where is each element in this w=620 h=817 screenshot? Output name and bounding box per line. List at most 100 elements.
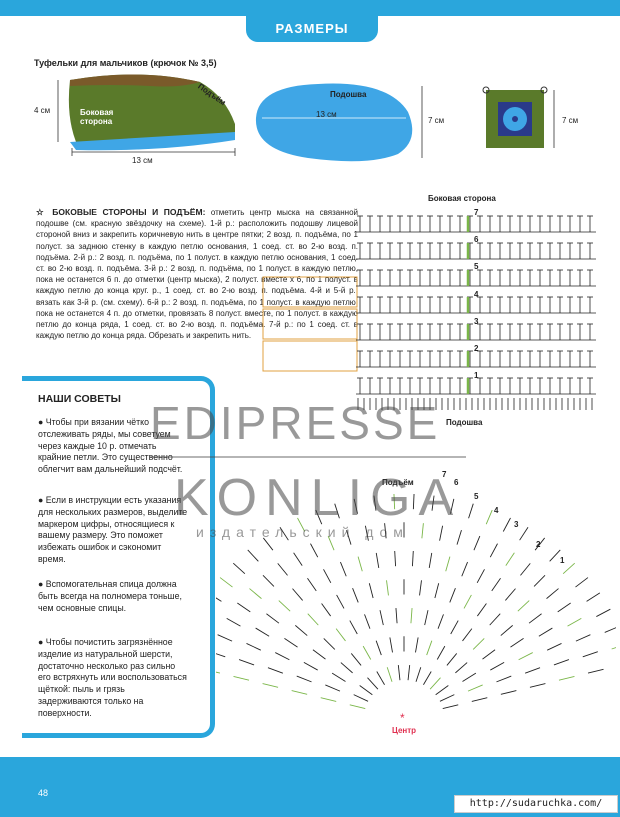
fan-stitch: [266, 613, 280, 624]
square-height: 7 см: [562, 116, 579, 125]
fan-stitch: [352, 588, 359, 603]
fan-stitch: [307, 613, 319, 626]
fan-stitch: [216, 671, 221, 674]
figure-subtitle: Туфельки для мальчиков (крючок № 3,5): [34, 58, 217, 68]
instep-stitch-diagram: *: [216, 493, 616, 725]
fan-stitch: [277, 563, 288, 576]
side-diagram-sole-label: Подошва: [446, 418, 483, 427]
fan-stitch: [353, 694, 369, 702]
instructions: ☆ БОКОВЫЕ СТОРОНЫ И ПОДЪЁМ: отметить цен…: [36, 207, 358, 341]
fan-stitch: [315, 509, 323, 525]
fan-stitch: [596, 608, 611, 617]
fan-stitch: [586, 592, 601, 602]
fan-stitch: [415, 667, 422, 682]
fan-stitch: [547, 642, 562, 651]
fan-stitch: [562, 562, 576, 575]
fan-stitch: [362, 645, 372, 660]
fan-stitch: [312, 649, 326, 660]
fan-stitch: [331, 672, 346, 682]
side-diagram-title: Боковая сторона: [428, 194, 496, 203]
fan-stitch: [375, 552, 380, 568]
fan-stitch: [232, 562, 246, 575]
fan-stitch: [456, 529, 462, 545]
fan-stitch: [407, 665, 411, 681]
fan-stitch: [489, 613, 501, 626]
instep-diagram-label: Подъём: [382, 478, 414, 487]
fan-stitch: [468, 503, 474, 519]
fan-stitch: [323, 638, 336, 650]
fan-stitch: [386, 580, 389, 596]
fan-stitch: [496, 675, 512, 683]
fan-stitch: [462, 672, 477, 682]
fan-stitch: [216, 653, 226, 658]
fan-stitch: [423, 671, 432, 686]
fan-stitch: [349, 704, 366, 709]
fan-stitch: [455, 662, 468, 674]
fan-stitch: [249, 588, 262, 599]
fan-stitch: [255, 627, 270, 637]
fan-stitch: [482, 649, 496, 660]
fan-stitch: [528, 613, 542, 624]
fan-stitch: [395, 608, 398, 624]
fan-stitch: [357, 556, 363, 572]
advice-title: НАШИ СОВЕТЫ: [38, 393, 121, 405]
fan-stitch: [394, 551, 397, 567]
fan-stitch: [428, 552, 433, 568]
fan-stitch: [393, 493, 396, 510]
fan-stitch: [303, 661, 318, 671]
sole-length: 13 см: [316, 110, 337, 119]
fan-stitch: [246, 642, 261, 651]
section-tab: РАЗМЕРЫ: [246, 16, 378, 42]
fan-stitch: [426, 640, 433, 656]
fan-stitch: [431, 495, 435, 511]
fan-stitch: [389, 637, 393, 653]
fan-stitch: [247, 549, 259, 562]
fan-stitch: [449, 588, 456, 603]
fan-stitch: [500, 625, 513, 636]
fan-stitch: [350, 653, 362, 666]
fan-stitch: [217, 634, 233, 642]
side-row-2: 2: [474, 344, 479, 353]
fan-stitch: [549, 549, 561, 562]
fan-stitch: [353, 498, 358, 514]
watermark-line-2: KONLIGA: [174, 469, 462, 527]
instep-row-7: 7: [442, 470, 447, 479]
fan-stitch: [278, 600, 291, 612]
advice-tip-2: ● Если в инструкции есть указания для не…: [38, 495, 188, 564]
fan-stitch: [340, 662, 353, 674]
fan-stitch: [415, 637, 419, 653]
center-star-icon: *: [400, 711, 405, 725]
fan-stitch: [446, 653, 458, 666]
fan-stitch: [262, 683, 279, 688]
fan-stitch: [279, 527, 289, 541]
instructions-text: отметить центр мыска на связанной подошв…: [36, 208, 358, 341]
fan-stitch: [334, 503, 340, 519]
fan-stitch: [411, 551, 414, 567]
advice-tip-4-text: Чтобы почистить загрязнённое изделие из …: [38, 637, 187, 718]
advice-tip-1-text: Чтобы при вязании чётко отслеживать ряды…: [38, 417, 183, 475]
fan-stitch: [386, 667, 393, 682]
fan-stitch: [534, 537, 545, 551]
instep-row-1: 1: [560, 556, 565, 565]
fan-stitch: [364, 614, 371, 629]
fan-stitch: [379, 610, 384, 626]
fan-stitch: [349, 620, 358, 635]
fan-stitch: [437, 614, 444, 629]
fan-stitch: [575, 634, 591, 642]
side-stitch-diagram: [356, 215, 596, 410]
instep-row-6: 6: [454, 478, 459, 487]
fan-stitch: [375, 640, 382, 656]
fan-stitch: [567, 617, 582, 627]
fan-stitch: [421, 523, 424, 539]
fan-stitch: [323, 569, 332, 584]
watermark-line-1: EDIPRESSE: [150, 397, 441, 449]
fan-stitch: [291, 690, 308, 695]
fan-stitch: [533, 575, 546, 587]
advice-tip-3: ● Вспомогательная спица должна быть всег…: [38, 579, 182, 613]
fan-stitch: [604, 627, 616, 633]
fan-stitch: [307, 577, 317, 592]
fan-stitch: [364, 525, 369, 541]
advice-box: НАШИ СОВЕТЫ ● Чтобы при вязании чётко от…: [22, 376, 215, 738]
fan-stitch: [520, 563, 531, 576]
fan-stitch: [233, 675, 250, 681]
